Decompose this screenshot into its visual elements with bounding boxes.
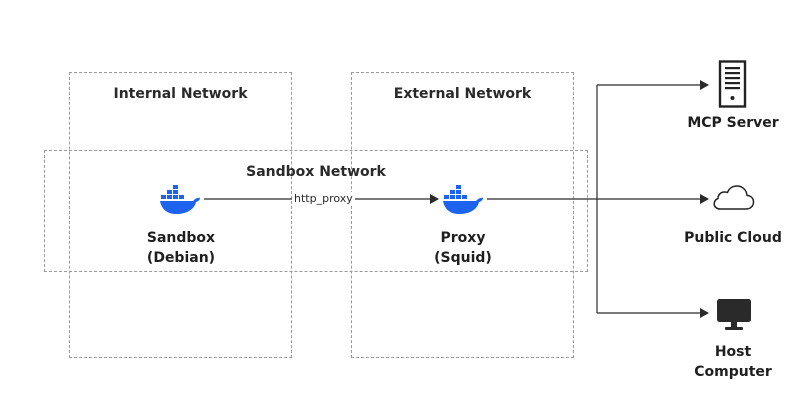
external-network-zone <box>351 72 574 358</box>
sandbox-network-label: Sandbox Network <box>246 164 386 180</box>
host-computer-label: Host Computer <box>673 342 793 382</box>
sandbox-name: Sandbox <box>146 230 216 246</box>
sandbox-network-zone <box>44 150 588 272</box>
internal-network-label: Internal Network <box>113 86 248 102</box>
docker-whale-icon <box>160 185 200 214</box>
mcp-server-label: MCP Server <box>687 115 779 131</box>
monitor-icon <box>717 299 751 330</box>
edge-label-http-proxy: http_proxy <box>292 192 355 205</box>
public-cloud-label: Public Cloud <box>684 230 782 246</box>
sandbox-os: (Debian) <box>146 250 216 266</box>
proxy-name: Proxy <box>440 230 486 246</box>
external-network-label: External Network <box>393 86 532 102</box>
proxy-software: (Squid) <box>434 250 492 266</box>
docker-whale-icon <box>443 185 483 214</box>
proxy-node-label: Proxy (Squid) <box>403 228 523 268</box>
host-computer-line2: Computer <box>694 364 772 380</box>
internal-network-zone <box>69 72 292 358</box>
host-computer-line1: Host <box>714 344 752 360</box>
sandbox-node-label: Sandbox (Debian) <box>121 228 241 268</box>
cloud-icon <box>713 185 755 210</box>
server-icon <box>718 60 747 108</box>
